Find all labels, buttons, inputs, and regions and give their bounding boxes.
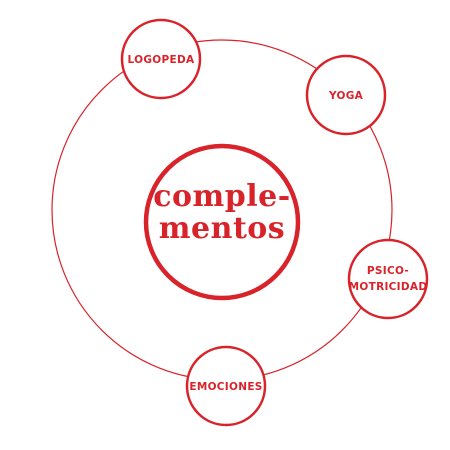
node-emociones: EMOCIONES	[185, 345, 267, 427]
node-psicomotricidad: PSICO- MOTRICIDAD	[347, 238, 429, 320]
node-emociones-circle	[185, 345, 267, 427]
node-psicomotricidad-label-line2: MOTRICIDAD	[349, 281, 428, 293]
center-title-line2: mentos	[159, 211, 285, 246]
node-logopeda-circle	[120, 18, 202, 100]
node-psicomotricidad-circle	[347, 238, 429, 320]
node-emociones-label: EMOCIONES	[189, 381, 262, 393]
center-circle	[143, 143, 301, 301]
node-yoga-label: YOGA	[328, 90, 364, 102]
node-yoga-circle	[305, 54, 387, 136]
center-title-line1: comple-	[153, 179, 290, 214]
node-yoga: YOGA	[305, 54, 387, 136]
node-logopeda-label: LOGOPEDA	[128, 54, 195, 66]
node-psicomotricidad-label-line1: PSICO-	[367, 265, 409, 277]
node-logopeda: LOGOPEDA	[120, 18, 202, 100]
